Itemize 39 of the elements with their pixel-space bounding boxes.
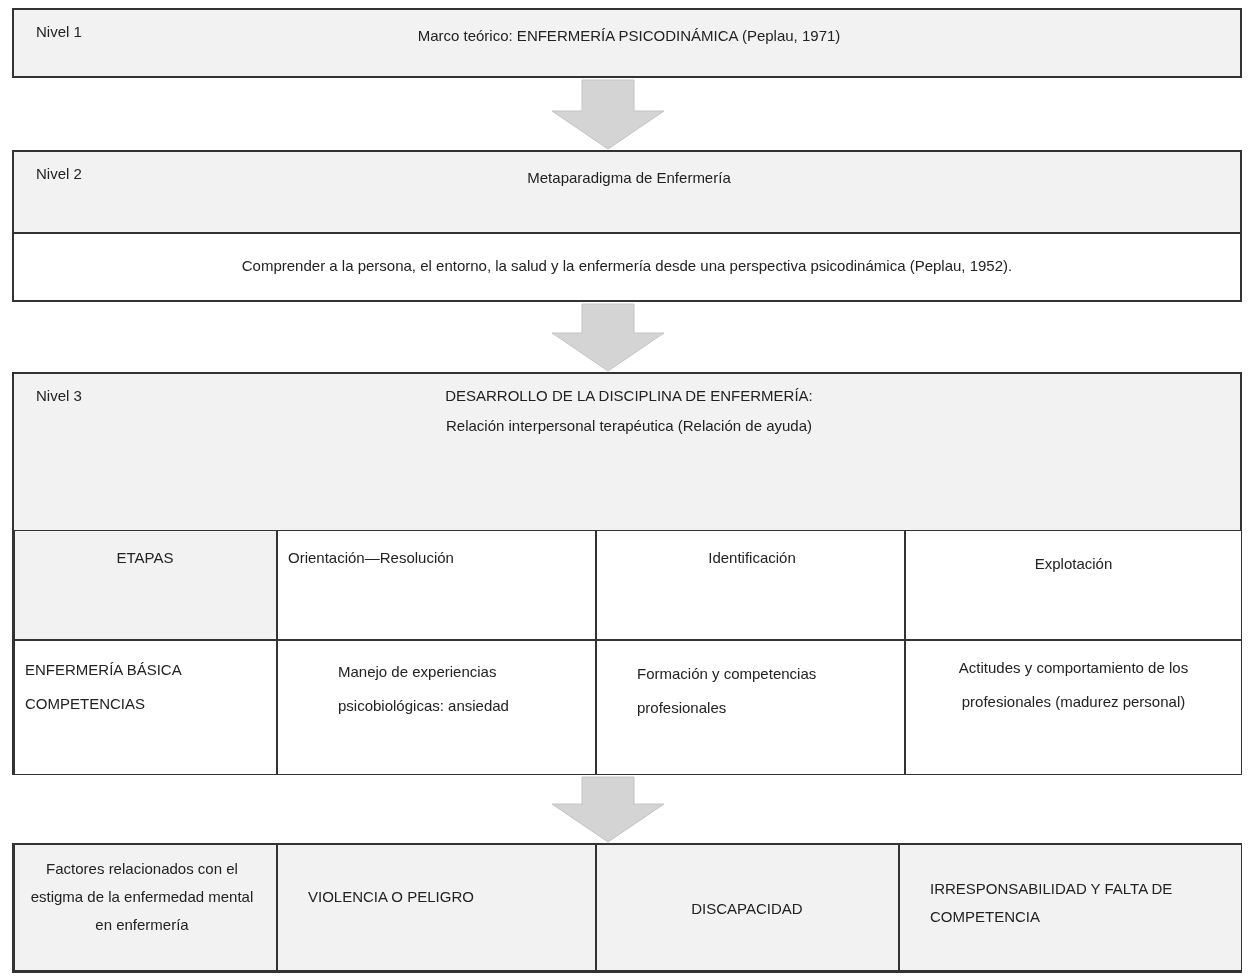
level-label: Nivel 2 xyxy=(36,164,83,184)
cell-text: Formación y competencias profesionales xyxy=(637,664,818,718)
header-text: Explotación xyxy=(1033,554,1114,574)
table-cell xyxy=(905,640,1242,775)
table-cell xyxy=(14,640,277,775)
description-text: Comprender a la persona, el entorno, la salud y la enfermería desde una perspectiva psicodinámica (Peplau, 1952). xyxy=(14,232,1240,300)
heading-text: Metaparadigma de Enfermería xyxy=(526,168,732,188)
heading-text: DESARROLLO DE LA DISCIPLINA DE ENFERMERÍA: xyxy=(444,386,814,406)
cell-text: Actitudes y comportamiento de los profesionales (madurez personal) xyxy=(957,658,1190,712)
cell-text: Manejo de experiencias psicobiológicas: ansiedad xyxy=(338,662,510,716)
cell-text: Factores relacionados con el estigma de la enfermedad mental en enfermería xyxy=(29,859,255,935)
table-cell xyxy=(905,530,1242,640)
cell-text: VIOLENCIA O PELIGRO xyxy=(308,887,475,907)
block-arrow xyxy=(551,776,665,843)
table-cell xyxy=(596,640,905,775)
table-cell xyxy=(277,845,596,971)
level-label: Nivel 3 xyxy=(36,386,83,406)
level-box xyxy=(12,372,1242,775)
table-cell xyxy=(899,845,1242,971)
table-cell xyxy=(14,845,277,971)
title-text: Marco teórico: ENFERMERÍA PSICODINÁMICA (Peplau, 1971) xyxy=(416,26,842,46)
header-text: Identificación xyxy=(707,548,797,568)
table-cell xyxy=(596,530,905,640)
table-cell xyxy=(14,530,277,640)
block-arrow xyxy=(551,79,665,150)
table-cell xyxy=(277,640,596,775)
header-text: Orientación—Resolución xyxy=(288,548,455,568)
table-cell xyxy=(596,845,899,971)
cell-text: ENFERMERÍA BÁSICA COMPETENCIAS xyxy=(25,660,183,714)
header-text: ETAPAS xyxy=(115,548,175,568)
level-box xyxy=(12,8,1242,78)
table-cell xyxy=(277,530,596,640)
table-box xyxy=(12,843,1242,973)
block-arrow xyxy=(551,303,665,372)
level-box xyxy=(12,150,1242,302)
subheading-text: Relación interpersonal terapéutica (Relación de ayuda) xyxy=(444,416,814,436)
cell-text: IRRESPONSABILIDAD Y FALTA DE COMPETENCIA xyxy=(930,879,1174,927)
level-label: Nivel 1 xyxy=(36,22,83,42)
cell-text: DISCAPACIDAD xyxy=(690,899,804,919)
